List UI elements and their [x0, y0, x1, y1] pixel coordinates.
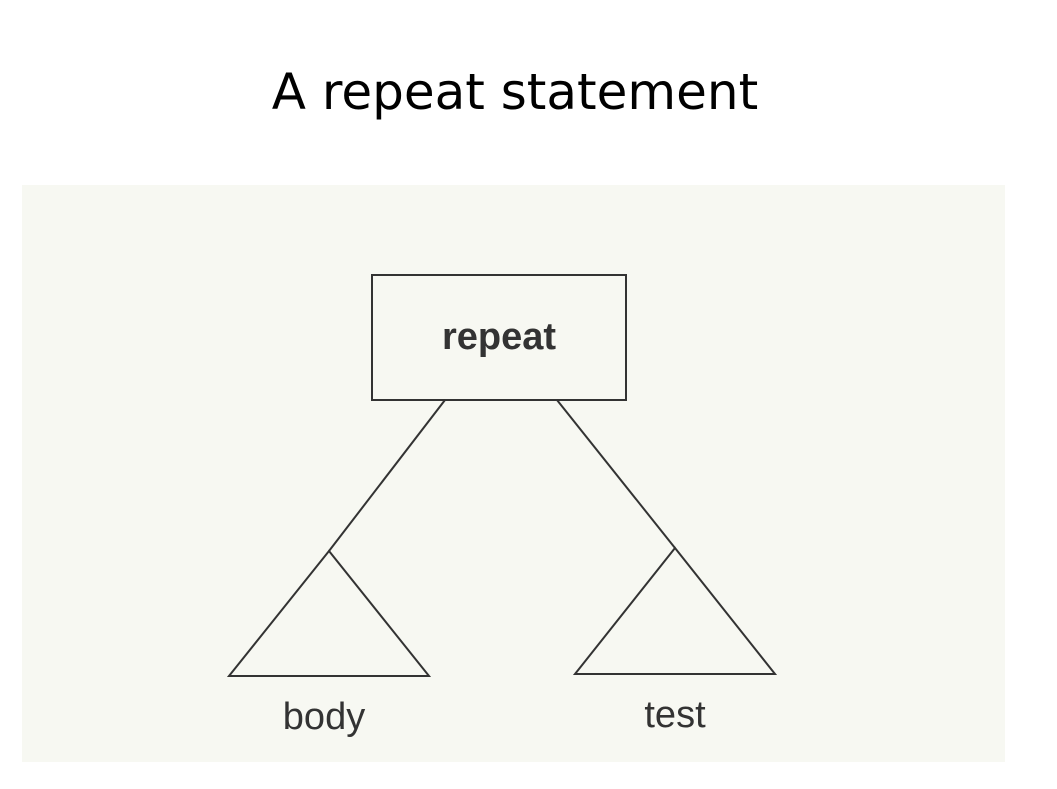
slide-title: A repeat statement [271, 63, 759, 121]
scanned-diagram: repeat body test [22, 185, 1005, 762]
body-label: body [282, 696, 366, 738]
root-node-label: repeat [441, 316, 557, 358]
body-subtree-triangle [226, 549, 432, 677]
edge-to-test [556, 399, 676, 549]
root-node-box [371, 274, 627, 401]
syntax-tree-diagram [226, 274, 778, 677]
test-label: test [644, 694, 706, 736]
edge-to-body [328, 399, 446, 552]
test-subtree-triangle [572, 546, 778, 675]
